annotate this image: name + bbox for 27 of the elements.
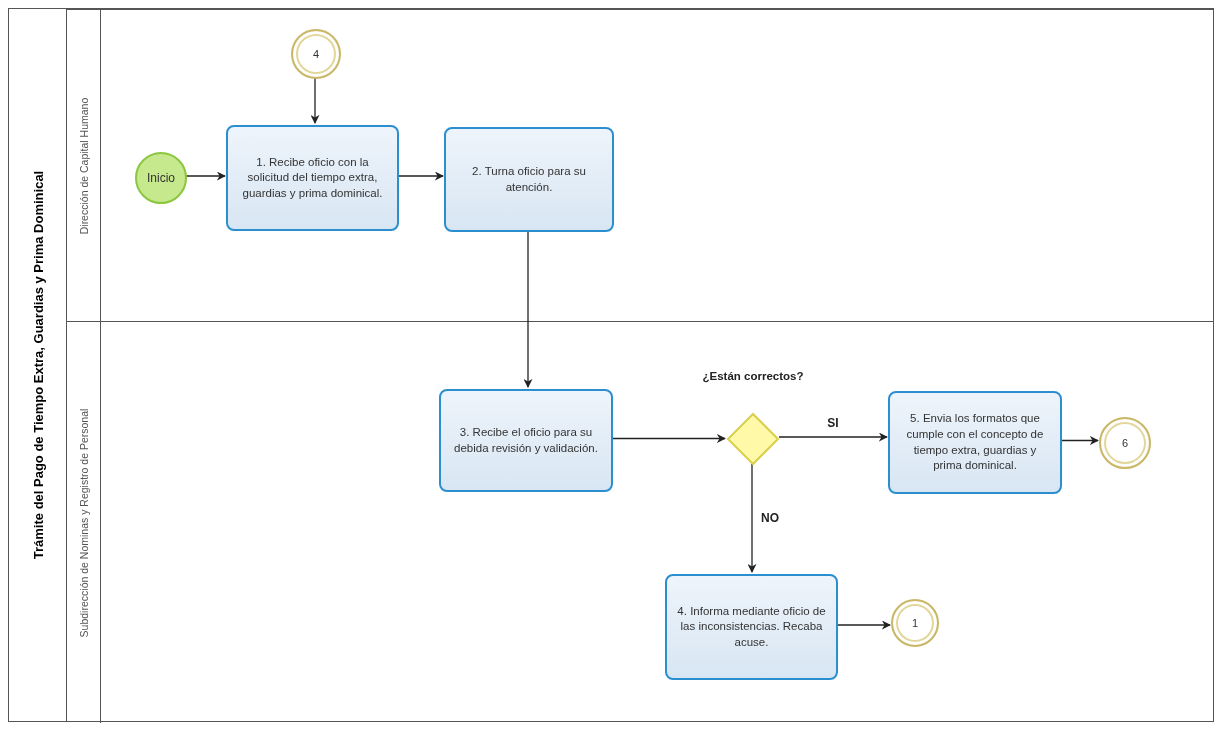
task-box: 3. Recibe el oficio para su debida revisión y validación. xyxy=(439,389,613,492)
swimlane xyxy=(67,321,1214,723)
task-box: 1. Recibe oficio con la solicitud del tiempo extra, guardias y prima dominical. xyxy=(226,125,399,231)
link-event-circle: 4 xyxy=(291,29,341,79)
sequence-arrow xyxy=(836,620,891,630)
sequence-arrow xyxy=(611,434,726,443)
sequence-arrow xyxy=(1060,436,1099,445)
swimlane xyxy=(67,9,1214,321)
sequence-arrow xyxy=(523,229,533,388)
sequence-arrow xyxy=(310,76,320,124)
link-event-circle: 6 xyxy=(1099,417,1151,469)
task-box: 2. Turna oficio para su atención. xyxy=(444,127,614,232)
edge-label: SI xyxy=(825,416,841,430)
sequence-arrow xyxy=(747,463,757,573)
task-box: 5. Envia los formatos que cumple con el concepto de tiempo extra, guardias y prima dominical. xyxy=(888,391,1062,494)
pool-title: Trámite del Pago de Tiempo Extra, Guardias y Prima Dominical xyxy=(30,170,45,560)
pool-frame xyxy=(8,8,1214,722)
start-event-circle: Inicio xyxy=(135,152,187,204)
lane-label: Dirección de Capital Humano xyxy=(77,97,90,234)
edge-label: NO xyxy=(759,511,781,525)
lane-label: Subdirección de Nominas y Registro de Personal xyxy=(77,408,90,637)
sequence-arrow xyxy=(778,432,888,442)
task-box: 4. Informa mediante oficio de las inconsistencias. Recaba acuse. xyxy=(665,574,838,680)
link-event-circle: 1 xyxy=(891,599,939,647)
sequence-arrow xyxy=(397,171,444,181)
gateway-label: ¿Están correctos? xyxy=(701,369,805,385)
sequence-arrow xyxy=(185,171,226,181)
